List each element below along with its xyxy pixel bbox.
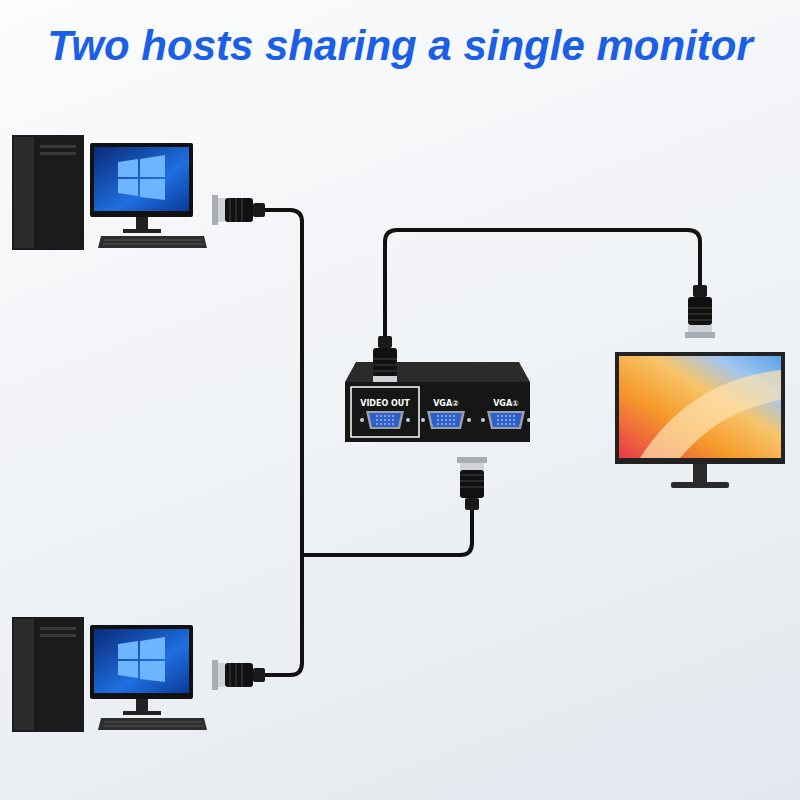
label-cell: VIDEO OUT bbox=[351, 392, 419, 410]
port-graphics bbox=[345, 382, 530, 442]
vga-switch: VIDEO OUT VGA② VGA① bbox=[345, 382, 530, 442]
label-cell: VGA② bbox=[417, 392, 475, 410]
title-wrap: Two hosts sharing a single monitor bbox=[0, 22, 800, 70]
label-cell: VGA① bbox=[477, 392, 535, 410]
port-label: VGA② bbox=[433, 399, 459, 408]
diagram-title: Two hosts sharing a single monitor bbox=[47, 22, 753, 69]
port-label: VIDEO OUT bbox=[360, 399, 410, 408]
port-label: VGA① bbox=[493, 399, 519, 408]
